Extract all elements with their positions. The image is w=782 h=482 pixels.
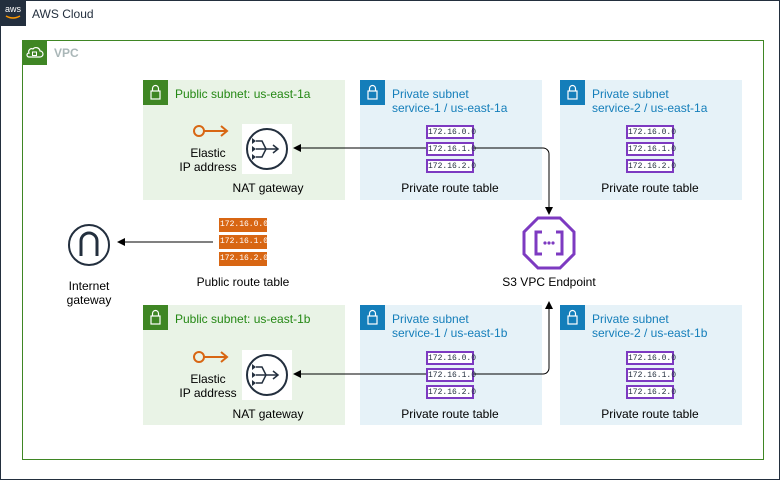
route-entry: 172.16.0.0 <box>426 351 476 365</box>
lock-icon <box>560 80 585 105</box>
private-route-table-icon: 172.16.0.0 172.16.1.0 172.16.2.0 <box>626 351 676 402</box>
lock-icon <box>360 80 385 105</box>
private-route-table-icon: 172.16.0.0 172.16.1.0 172.16.2.0 <box>426 125 476 176</box>
internet-gateway-label-line2: gateway <box>66 293 112 307</box>
aws-cloud-title: AWS Cloud <box>32 7 94 21</box>
internet-gateway-label-line1: Internet <box>68 279 110 293</box>
aws-logo-text: aws <box>5 4 22 14</box>
route-entry: 172.16.0.0 <box>426 125 476 139</box>
route-entry: 172.16.2.0 <box>219 252 268 266</box>
vpc-icon <box>22 40 47 65</box>
route-entry: 172.16.2.0 <box>626 385 676 399</box>
elastic-ip-label-line1: Elastic <box>190 372 226 386</box>
lock-icon <box>143 305 168 330</box>
private-route-table-label: Private route table <box>601 181 699 195</box>
private-subnet-title-line2: service-1 / us-east-1b <box>392 326 508 340</box>
private-subnet-title-line2: service-1 / us-east-1a <box>392 101 508 115</box>
private-subnet-title-line1: Private subnet <box>392 312 469 326</box>
elastic-ip-icon <box>192 122 232 145</box>
aws-cloud-icon: aws <box>0 0 26 26</box>
s3-vpc-endpoint-icon <box>522 216 576 275</box>
route-entry: 172.16.0.0 <box>626 125 676 139</box>
elastic-ip-label-line2: IP address <box>179 160 237 174</box>
private-subnet-title-line1: Private subnet <box>392 87 469 101</box>
elastic-ip-icon <box>192 348 232 371</box>
private-subnet-title-line2: service-2 / us-east-1a <box>592 101 708 115</box>
public-route-table-icon: 172.16.0.0 172.16.1.0 172.16.2.0 <box>219 218 268 269</box>
vpc-title: VPC <box>54 46 79 60</box>
private-subnet-title-line1: Private subnet <box>592 312 669 326</box>
private-route-table-label: Private route table <box>601 407 699 421</box>
private-route-table-icon: 172.16.0.0 172.16.1.0 172.16.2.0 <box>426 351 476 402</box>
route-entry: 172.16.2.0 <box>426 385 476 399</box>
lock-icon <box>143 80 168 105</box>
private-subnet-service-1-us-east-1b <box>360 305 542 425</box>
route-entry: 172.16.1.0 <box>426 368 476 382</box>
public-subnet-title: Public subnet: us-east-1a <box>175 87 311 101</box>
route-entry: 172.16.2.0 <box>426 159 476 173</box>
elastic-ip-label-line2: IP address <box>179 386 237 400</box>
elastic-ip-label-line1: Elastic <box>190 146 226 160</box>
private-route-to-endpoint-top-arrow <box>474 147 553 215</box>
route-entry: 172.16.1.0 <box>426 142 476 156</box>
public-route-table-label: Public route table <box>196 275 290 289</box>
nat-gateway-label: NAT gateway <box>232 181 304 195</box>
private-subnet-service-2-us-east-1a <box>560 80 742 200</box>
route-entry: 172.16.1.0 <box>626 368 676 382</box>
lock-icon <box>360 305 385 330</box>
private-route-table-label: Private route table <box>401 181 499 195</box>
private-route-to-endpoint-bottom-arrow <box>474 301 553 375</box>
private-subnet-title-line2: service-2 / us-east-1b <box>592 326 708 340</box>
private-route-table-label: Private route table <box>401 407 499 421</box>
route-entry: 172.16.0.0 <box>626 351 676 365</box>
nat-gateway-icon <box>242 124 292 174</box>
route-entry: 172.16.0.0 <box>219 218 268 232</box>
internet-gateway-icon <box>66 222 112 273</box>
nat-gateway-label: NAT gateway <box>232 407 304 421</box>
vpc-group <box>22 40 764 460</box>
lock-icon <box>560 305 585 330</box>
private-subnet-service-2-us-east-1b <box>560 305 742 425</box>
s3-vpc-endpoint-label: S3 VPC Endpoint <box>502 275 596 289</box>
public-subnet-title: Public subnet: us-east-1b <box>175 312 311 326</box>
nat-gateway-icon <box>242 350 292 400</box>
private-subnet-service-1-us-east-1a <box>360 80 542 200</box>
route-entry: 172.16.2.0 <box>626 159 676 173</box>
route-entry: 172.16.1.0 <box>626 142 676 156</box>
private-route-table-icon: 172.16.0.0 172.16.1.0 172.16.2.0 <box>626 125 676 176</box>
private-subnet-title-line1: Private subnet <box>592 87 669 101</box>
route-entry: 172.16.1.0 <box>219 235 268 249</box>
